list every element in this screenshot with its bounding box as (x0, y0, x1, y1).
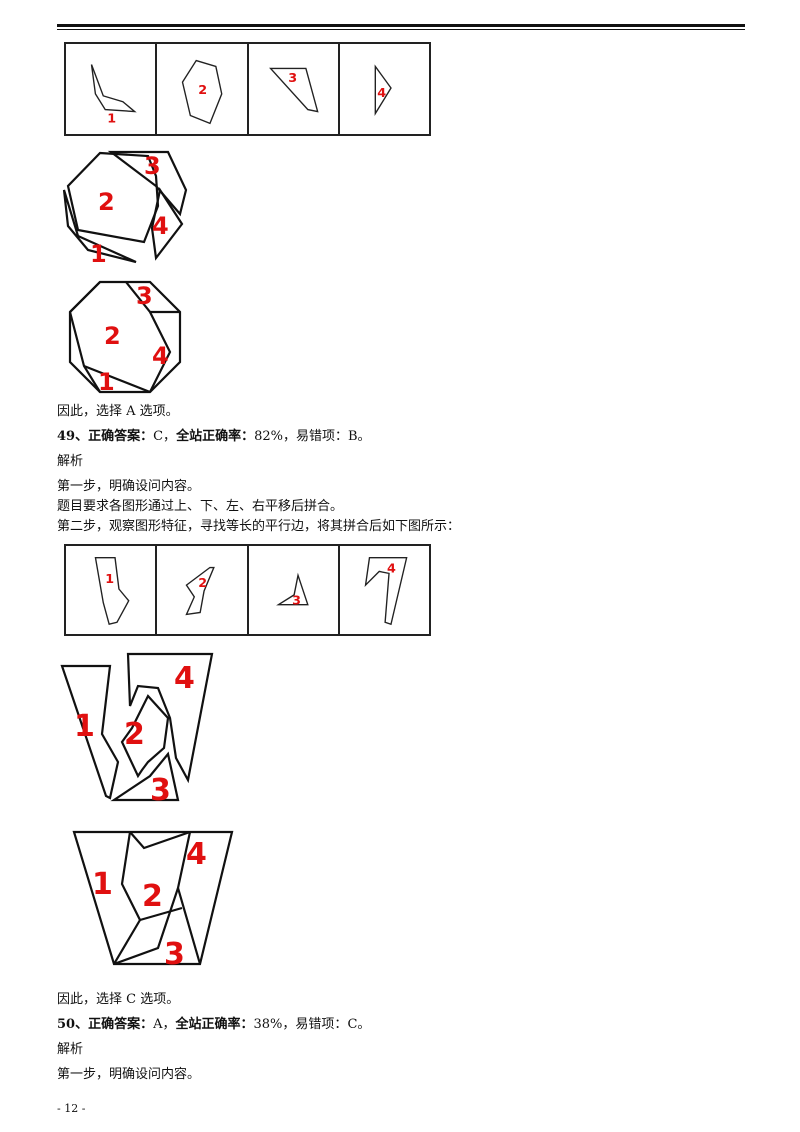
q49-assembly-figure-b: 1 2 3 4 (70, 828, 236, 970)
q48-panel-label-3: 3 (288, 71, 297, 86)
q49-answer: C， (153, 429, 177, 444)
q49-step1: 第一步，明确设问内容。 (57, 479, 201, 494)
q49-wrong: B。 (348, 429, 371, 444)
q49-panel-4: 4 (340, 546, 429, 634)
q49-panel-label-3: 3 (292, 593, 301, 608)
q49-panel-label-4: 4 (387, 560, 396, 575)
q49-answer-label: 正确答案： (88, 429, 154, 444)
q48-panel-1: 1 (66, 44, 158, 134)
q48-panel-label-4: 4 (377, 86, 386, 101)
q49-panel-label-2: 2 (198, 575, 207, 590)
q49-fig-b-label-4: 4 (186, 837, 207, 872)
q48-assembly-figure-b: 2 3 4 1 (60, 278, 186, 396)
q49-panel-1: 1 (66, 546, 158, 634)
q50-step1: 第一步，明确设问内容。 (57, 1067, 201, 1082)
q49-fig-a-label-3: 3 (150, 773, 171, 808)
q48-fig-b-label-4: 4 (152, 342, 169, 370)
q49-rate: 82%， (254, 429, 296, 444)
q49-fig-b-label-3: 3 (164, 937, 185, 970)
q48-fig-b-label-3: 3 (136, 282, 153, 310)
q49-panel-3: 3 (249, 546, 340, 634)
q49-fig-a-label-1: 1 (74, 709, 95, 744)
q50-answer-line: 50、正确答案：A，全站正确率：38%，易错项：C。 (57, 1015, 370, 1035)
q48-fig-b-label-1: 1 (98, 368, 115, 396)
q49-panel-label-1: 1 (105, 571, 114, 586)
q48-fig-a-label-4: 4 (152, 212, 169, 240)
q48-option-panels: 1 2 3 4 (64, 42, 431, 136)
q49-fig-b-label-2: 2 (142, 879, 163, 914)
header-rule-thin (57, 29, 745, 30)
q48-fig-a-label-2: 2 (98, 188, 115, 216)
q48-assembly-figure-a: 2 3 4 1 (56, 146, 190, 266)
q49-wrong-label: 易错项： (295, 429, 348, 444)
q49-panel-2: 2 (157, 546, 249, 634)
q50-rate: 38%， (253, 1017, 296, 1032)
q49-fig-b-label-1: 1 (92, 867, 113, 902)
q49-task: 题目要求各图形通过上、下、左、右平移后拼合。 (57, 499, 344, 514)
q48-panel-2: 2 (157, 44, 249, 134)
q48-panel-3: 3 (249, 44, 340, 134)
q48-panel-label-1: 1 (107, 111, 116, 126)
q50-rate-label: 全站正确率： (175, 1017, 254, 1032)
q49-analysis-heading: 解析 (57, 454, 84, 469)
q49-option-panels: 1 2 3 4 (64, 544, 431, 636)
q49-rate-label: 全站正确率： (176, 429, 255, 444)
q49-answer-line: 49、正确答案：C，全站正确率：82%，易错项：B。 (57, 427, 371, 447)
q48-fig-b-label-2: 2 (104, 322, 121, 350)
q50-answer: A， (153, 1017, 176, 1032)
page-number: - 12 - (57, 1102, 86, 1115)
q50-answer-label: 正确答案： (88, 1017, 154, 1032)
q48-fig-a-label-1: 1 (90, 240, 107, 266)
q50-number: 50、 (57, 1017, 89, 1032)
q49-number: 49、 (57, 429, 89, 444)
q48-conclusion: 因此，选择 A 选项。 (57, 404, 179, 419)
q49-conclusion: 因此，选择 C 选项。 (57, 992, 180, 1007)
q48-panel-4: 4 (340, 44, 429, 134)
q50-analysis-heading: 解析 (57, 1042, 84, 1057)
q49-fig-a-label-4: 4 (174, 661, 195, 696)
q48-panel-label-2: 2 (198, 83, 207, 98)
q50-wrong: C。 (347, 1017, 371, 1032)
q49-step2: 第二步，观察图形特征，寻找等长的平行边，将其拼合后如下图所示： (57, 519, 461, 534)
q49-fig-a-label-2: 2 (124, 717, 145, 752)
q48-fig-a-label-3: 3 (144, 152, 161, 180)
q50-wrong-label: 易错项： (295, 1017, 348, 1032)
header-rule-thick (57, 24, 745, 27)
q49-assembly-figure-a: 1 2 3 4 (58, 650, 218, 808)
